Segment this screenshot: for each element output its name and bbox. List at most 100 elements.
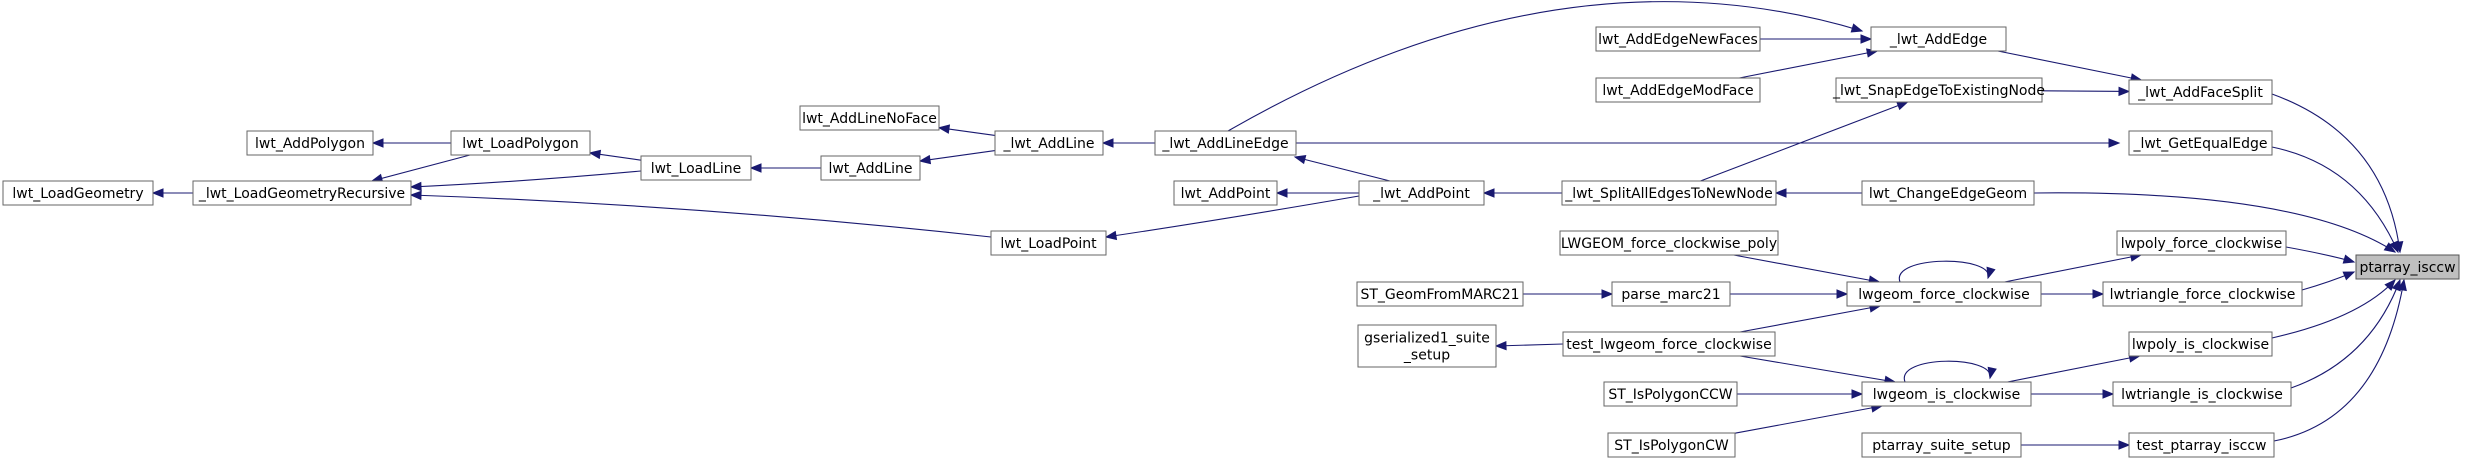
node-box [2116,230,2287,256]
edge-line [2004,254,2142,283]
edge-line [1227,1,1863,132]
arrowhead [749,163,762,173]
arrowhead [371,138,384,148]
node-lwt_AddFaceSplit[interactable]: _lwt_AddFaceSplit [2128,79,2273,105]
node-lwt_SnapEdgeToExistingNode[interactable]: _lwt_SnapEdgeToExistingNode [1832,77,2045,103]
node-lwt_AddLineNoFace[interactable]: lwt_AddLineNoFace [799,105,940,131]
node-test_ptarray_isccw[interactable]: test_ptarray_isccw [2128,432,2275,458]
node-test_lwgeom_force_clockwise[interactable]: test_lwgeom_force_clockwise [1562,331,1776,357]
node-label: test_lwgeom_force_clockwise [1566,337,1771,353]
node-box [1603,381,1738,407]
edge-line [919,150,996,162]
node-lwgeom_is_clockwise[interactable]: lwgeom_is_clockwise [1861,381,2032,407]
node-box [1562,331,1776,357]
edge-line [2290,279,2401,389]
node-gserialized1_suite_setup[interactable]: gserialized1_suite_setup [1357,324,1497,368]
node-lwt_LoadPoint[interactable]: lwt_LoadPoint [990,230,1107,256]
arrowhead [1601,289,1614,299]
edge-test_lwgeom_force_clockwise-to-gserialized1_suite_setup [1494,340,1564,351]
node-label: lwt_LoadLine [651,161,742,177]
edge-lwgeom_is_clockwise-to-ST_IsPolygonCCW [1737,389,1864,399]
node-lwgeom_force_clockwise[interactable]: lwgeom_force_clockwise [1846,281,2042,307]
node-lwt_AddPolygon[interactable]: lwt_AddPolygon [246,130,374,156]
node-box [1861,381,2032,407]
node-lwt_AddPoint[interactable]: _lwt_AddPoint [1358,180,1485,206]
node-box [192,180,412,206]
node-label: LWGEOM_force_clockwise_poly [1561,236,1777,252]
node-label: lwt_AddPoint [1181,186,1271,202]
node-ST_GeomFromMARC21[interactable]: ST_GeomFromMARC21 [1356,281,1524,307]
edge-lwt_AddLineNoFace-to-lwt_AddLine [937,124,996,137]
node-box [1861,432,2022,458]
node-lwt_LoadPolygon[interactable]: lwt_LoadPolygon [450,130,591,156]
node-lwt_LoadGeometryRecursive[interactable]: _lwt_LoadGeometryRecursive [192,180,412,206]
node-box [2102,281,2303,307]
node-lwpoly_is_clockwise[interactable]: lwpoly_is_clockwise [2128,331,2273,357]
edge-lwt_LoadGeometry-to-lwt_LoadGeometryRecursive [151,188,193,198]
node-box [2112,381,2292,407]
node-lwpoly_force_clockwise[interactable]: lwpoly_force_clockwise [2116,230,2287,256]
arrowhead [1836,289,1849,299]
node-parse_marc21[interactable]: parse_marc21 [1611,281,1731,307]
node-label: lwt_AddPolygon [255,136,365,152]
edge-lwt_LoadLine-to-lwt_AddLinePub [749,163,821,173]
node-ST_IsPolygonCW[interactable]: ST_IsPolygonCW [1607,432,1736,458]
node-lwt_AddLinePub[interactable]: lwt_AddLine [820,155,921,181]
node-lwt_AddEdge[interactable]: _lwt_AddEdge [1870,26,2007,52]
edges-layer [151,1,2407,450]
node-label: lwgeom_force_clockwise [1858,287,2030,303]
node-label: ptarray_suite_setup [1872,438,2011,454]
edge-lwgeom_is_clockwise-to-lwgeom_is_clockwise [1903,360,1997,383]
node-lwt_AddPointPub[interactable]: lwt_AddPoint [1173,180,1278,206]
node-label: _setup [1403,348,1450,364]
node-lwt_AddEdgeModFace[interactable]: lwt_AddEdgeModFace [1595,77,1761,103]
edge-line [2271,146,2399,253]
node-lwt_AddLine[interactable]: _lwt_AddLine [994,130,1104,156]
node-box [1861,180,2035,206]
node-label: _lwt_GetEqualEdge [2132,136,2267,152]
node-box [1358,180,1485,206]
edge-lwt_LoadPolygon-to-lwt_LoadLine [588,149,642,161]
node-lwtriangle_force_clockwise[interactable]: lwtriangle_force_clockwise [2102,281,2303,307]
arrowhead [588,149,602,160]
arrowhead [1482,188,1495,198]
edge-line [1739,355,1896,383]
edge-line [2033,192,2396,253]
node-box [2128,130,2273,156]
node-ST_IsPolygonCCW[interactable]: ST_IsPolygonCCW [1603,381,1738,407]
edge-line [1903,360,1991,383]
edge-ptarray_isccw-to-test_ptarray_isccw [2273,278,2407,442]
node-lwtriangle_is_clockwise[interactable]: lwtriangle_is_clockwise [2112,381,2292,407]
edge-lwgeom_force_clockwise-to-test_lwgeom_force_clockwise [1739,303,1882,333]
edge-line [1997,50,2142,81]
edge-lwtriangle_is_clockwise-to-lwgeom_is_clockwise [2031,389,2115,399]
node-label: _lwt_AddLineEdge [1161,136,1288,152]
edge-line [371,154,471,182]
node-label: gserialized1_suite [1364,331,1490,347]
node-box [2355,254,2460,280]
node-ptarray_suite_setup[interactable]: ptarray_suite_setup [1861,432,2022,458]
node-LWGEOM_force_clockwise_poly[interactable]: LWGEOM_force_clockwise_poly [1559,230,1779,256]
arrowhead [1986,266,1996,280]
node-label: lwtriangle_is_clockwise [2121,387,2283,403]
edge-lwt_AddPointPub-to-lwt_AddPoint [1275,188,1359,198]
node-label: ST_IsPolygonCCW [1608,387,1732,403]
edge-line [1495,343,1564,347]
edge-parse_marc21-to-ST_GeomFromMARC21 [1523,289,1614,299]
node-label: _lwt_AddFaceSplit [2137,85,2263,101]
edge-line [1733,254,1880,283]
node-lwt_AddLineEdge[interactable]: _lwt_AddLineEdge [1154,130,1297,156]
node-label: ST_GeomFromMARC21 [1360,287,1519,303]
node-box [1356,281,1524,307]
node-box [1595,77,1761,103]
node-box [799,105,940,131]
node-lwt_SplitAllEdgesToNewNode[interactable]: _lwt_SplitAllEdgesToNewNode [1561,180,1777,206]
node-lwt_LoadLine[interactable]: lwt_LoadLine [640,155,752,181]
edge-lwt_AddEdge-to-lwt_AddLineEdge [1227,1,1864,132]
edge-line [1899,260,1989,283]
node-lwt_GetEqualEdge[interactable]: _lwt_GetEqualEdge [2128,130,2273,156]
node-lwt_AddEdgeNewFaces[interactable]: lwt_AddEdgeNewFaces [1595,26,1761,52]
node-lwt_ChangeEdgeGeom[interactable]: lwt_ChangeEdgeGeom [1861,180,2035,206]
edge-line [2273,279,2405,442]
node-lwt_LoadGeometry[interactable]: lwt_LoadGeometry [2,180,154,206]
